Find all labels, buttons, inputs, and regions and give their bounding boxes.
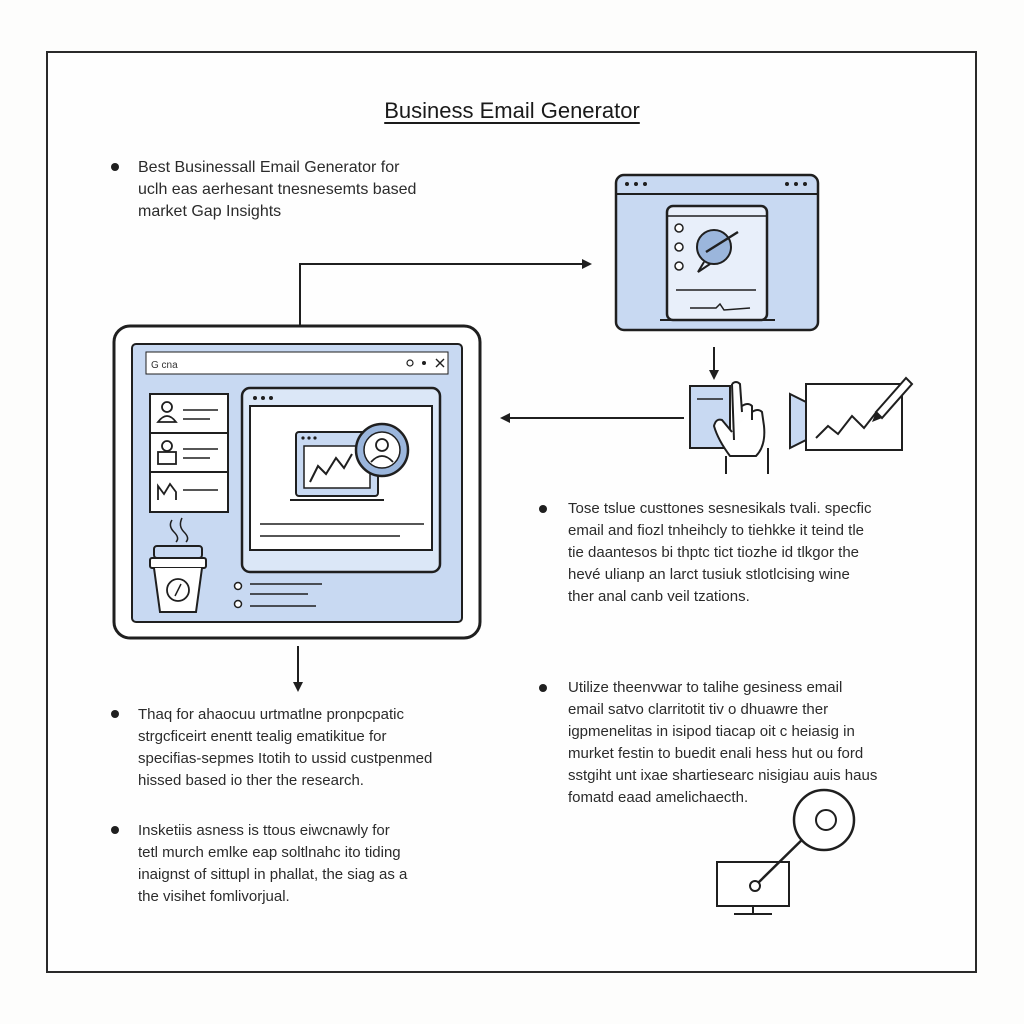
- intro-line: Best Businessall Email Generator for: [138, 159, 400, 176]
- coffee-cup-icon: [149, 517, 207, 613]
- customers-line: ther anal canb veil tzations.: [568, 588, 750, 605]
- bullet-insketi: [111, 826, 119, 834]
- intro-line: market Gap Insights: [138, 203, 282, 220]
- customers-text: Tose tslue custtones sesnesikals tvali. …: [568, 498, 871, 608]
- chart-pen-icon: [789, 376, 914, 451]
- utilize-line: igpmenelitas in isipod tiacap oit c heia…: [568, 723, 855, 740]
- utilize-line: sstgiht unt ixae shartiesearc nisigiau a…: [568, 767, 878, 784]
- browser-bar-label: G cna: [151, 360, 178, 371]
- customers-line: email and fiozl tnheihcly to tiehkke it …: [568, 522, 864, 539]
- utilize-line: Utilize theenvwar to talihe gesiness ema…: [568, 679, 843, 696]
- tablet-dashboard-icon: G cna: [112, 324, 482, 640]
- utilize-text: Utilize theenvwar to talihe gesiness ema…: [568, 677, 877, 809]
- insketi-text: Insketiis asness is ttous eiwcnawly for …: [138, 820, 407, 908]
- diagram-title: Business Email Generator: [384, 98, 640, 123]
- insketi-line: the visihet fomlivorjual.: [138, 888, 290, 905]
- bullet-intro: [111, 163, 119, 171]
- insketi-line: inaignst of sittupl in phallat, the siag…: [138, 866, 408, 883]
- insketi-line: tetl murch emlke eap soltlnahc ito tidin…: [138, 844, 401, 861]
- customers-line: Tose tslue custtones sesnesikals tvali. …: [568, 500, 872, 517]
- bullet-thaq: [111, 710, 119, 718]
- customers-line: hevé ulianp an larct tusiuk stlotlcising…: [568, 566, 850, 583]
- intro-line: uclh eas aerhesant tnesnesemts based: [138, 181, 417, 198]
- utilize-line: murket festin to buedit enali hess hut o…: [568, 745, 864, 762]
- customers-line: tie daantesos bi thptc tict tiozhe id tl…: [568, 544, 859, 561]
- bullet-customers: [539, 505, 547, 513]
- avatar-icon: [354, 422, 410, 478]
- thaq-text: Thaq for ahaocuu urtmatlne pronpcpatic s…: [138, 704, 432, 792]
- utilize-line: fomatd eaad amelichaecth.: [568, 789, 749, 806]
- intro-text: Best Businessall Email Generator for ucl…: [138, 157, 416, 223]
- user-card-icon: [149, 393, 229, 513]
- thaq-line: Thaq for ahaocuu urtmatlne pronpcpatic: [138, 706, 404, 723]
- magnifier-monitor-icon: [716, 788, 856, 915]
- arrow-right-icon: [299, 259, 592, 325]
- monitor-chat-icon: [614, 173, 820, 332]
- insketi-line: Insketiis asness is ttous eiwcnawly for: [138, 822, 390, 839]
- thaq-line: specifias-sepmes Itotih to ussid custpen…: [138, 750, 433, 767]
- thaq-line: hissed based io ther the research.: [138, 772, 364, 789]
- hand-pointer-icon: [689, 381, 769, 474]
- bullet-utilize: [539, 684, 547, 692]
- utilize-line: email satvo clarritotit tiv o dhuawre th…: [568, 701, 829, 718]
- thaq-line: strgcficeirt enentt tealig ematikitue fo…: [138, 728, 387, 745]
